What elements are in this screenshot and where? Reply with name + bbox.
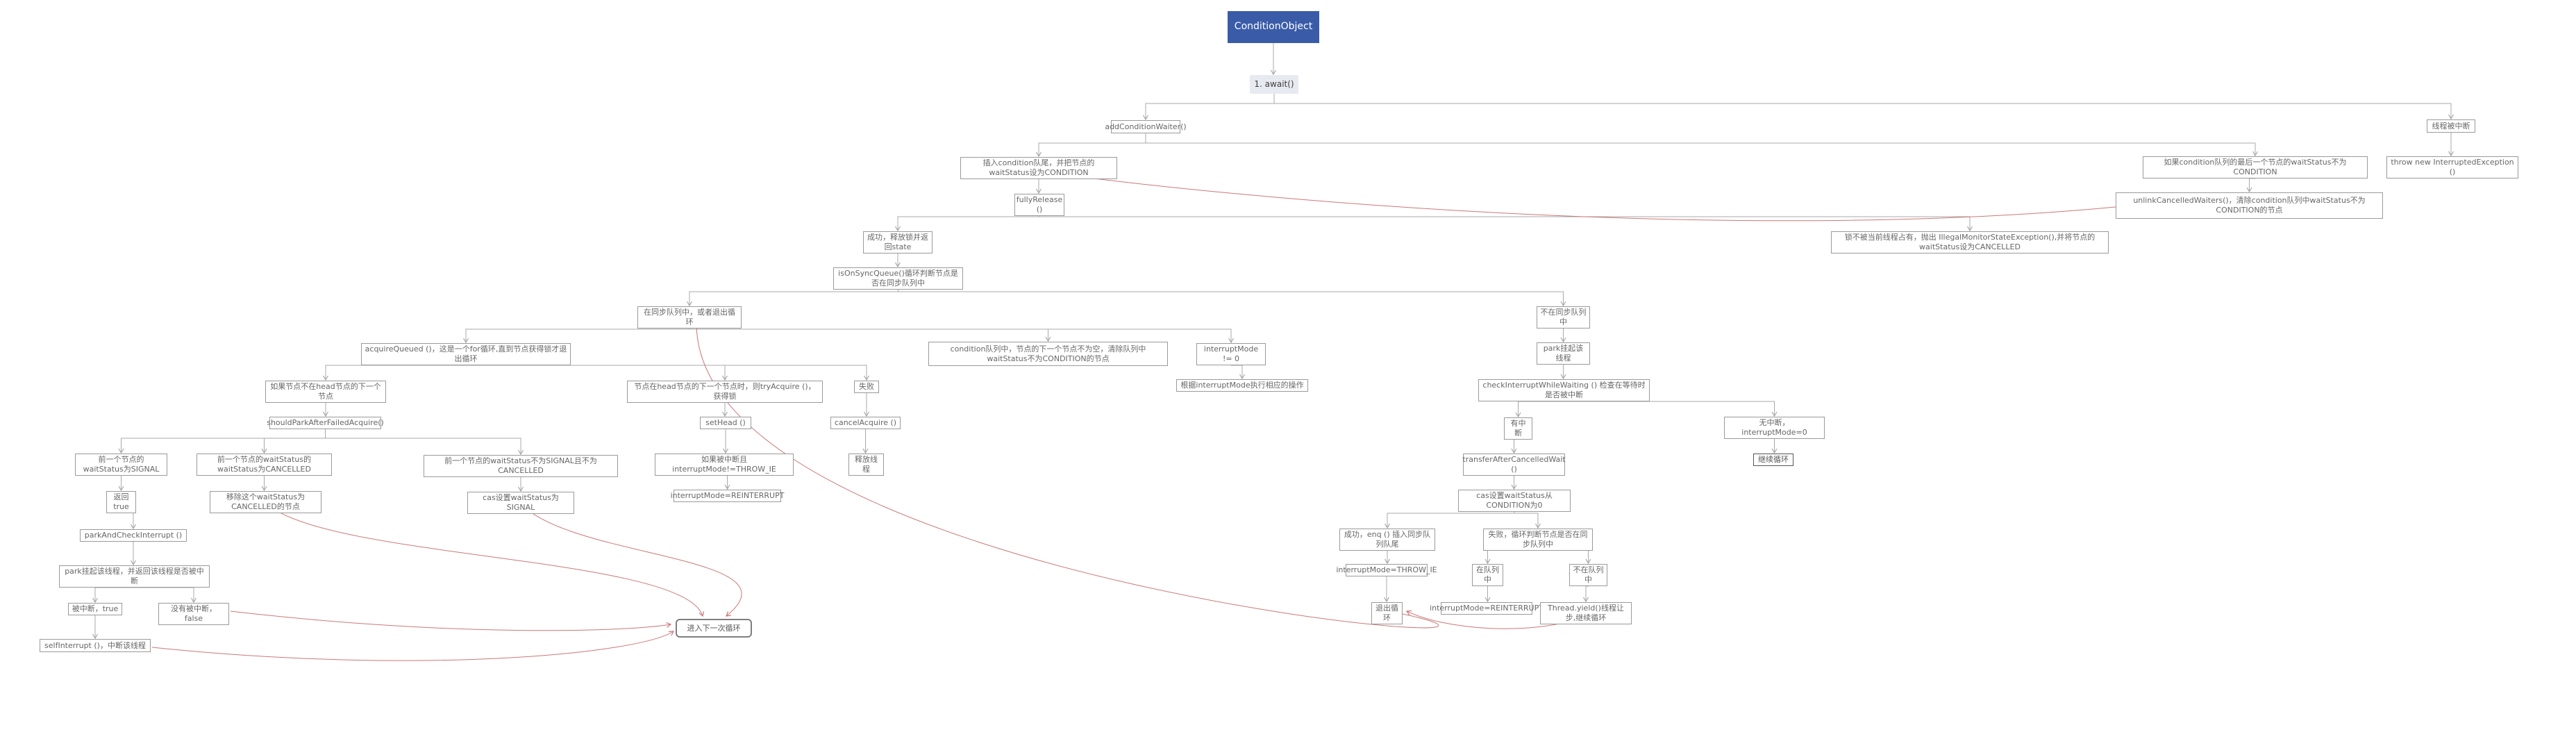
node-n3: addConditionWaiter() xyxy=(1105,120,1187,133)
edge-n26-n33 xyxy=(261,429,326,454)
node-n17: interruptMode != 0 xyxy=(1196,343,1266,365)
node-n9: 不在同步队列中 xyxy=(1537,306,1590,329)
loop-edge-n50-n8 xyxy=(693,321,1439,629)
node-n34: 前一个节点的waitStatus不为SIGNAL且不为CANCELLED xyxy=(424,455,618,477)
loop-edge-n49-n53 xyxy=(230,610,672,631)
node-n4: 插入condition队尾，并把节点的waitStatus设为CONDITION xyxy=(960,157,1117,179)
node-n12: throw new InterruptedException () xyxy=(2386,156,2518,178)
node-n14: 锁不被当前线程占有，抛出 IllegalMonitorStateExceptio… xyxy=(1831,231,2109,254)
node-n7: isOnSyncQueue()循环判断节点是否在同步队列中 xyxy=(833,267,963,290)
node-n41: parkAndCheckInterrupt () xyxy=(80,529,187,542)
node-n46: 在队列中 xyxy=(1472,564,1503,586)
node-n52: Thread.yield()线程让步,继续循环 xyxy=(1540,602,1632,624)
node-n37: 返回true xyxy=(106,491,136,513)
edge-n3-n11 xyxy=(1145,133,2259,157)
node-n53: 进入下一次循环 xyxy=(676,619,752,638)
edge-n2-n10 xyxy=(1273,94,2454,120)
node-n2: 1. await() xyxy=(1250,75,1298,94)
node-n47: 不在队列中 xyxy=(1569,564,1607,586)
node-n13: unlinkCancelledWaiters()，清除condition队列中w… xyxy=(2116,192,2383,219)
edge-n26-n34 xyxy=(325,429,524,456)
loop-edge-n38-n53 xyxy=(266,503,705,617)
node-n15: acquireQueued ()，这是一个for循环,直到节点获得锁才退出循环 xyxy=(361,343,571,365)
node-n49: 没有被中断，false xyxy=(158,603,229,625)
node-n39: cas设置waitStatus为SIGNAL xyxy=(467,492,574,514)
edge-n26-n29 xyxy=(118,429,326,454)
edge-n2-n3 xyxy=(1142,94,1275,121)
node-n25: 无中断，interruptMode=0 xyxy=(1724,417,1825,439)
node-n36: 继续循环 xyxy=(1753,454,1793,466)
node-n50: 退出循环 xyxy=(1371,602,1403,624)
node-n28: cancelAcquire () xyxy=(830,417,901,429)
node-n31: 释放线程 xyxy=(848,454,884,476)
node-n6: 成功，释放锁并返回state xyxy=(863,231,932,254)
node-n22: 节点在head节点的下一个节点时，则tryAcquire ()，获得锁 xyxy=(627,381,823,403)
node-n30: 如果被中断且interruptMode!=THROW_IE xyxy=(655,454,794,476)
node-n16: condition队列中，节点的下一个节点不为空，清除队列中waitStatus… xyxy=(928,342,1168,366)
edge-n8-n17 xyxy=(689,319,1235,344)
edge-n8-n16 xyxy=(689,319,1051,342)
node-n54: selfInterrupt ()，中断该线程 xyxy=(40,639,151,652)
node-n10: 线程被中断 xyxy=(2427,119,2475,133)
edge-n5-n14 xyxy=(1039,207,1973,232)
loop-edge-group xyxy=(151,170,2116,661)
edge-n7-n9 xyxy=(898,282,1566,307)
node-n32: interruptMode=REINTERRUPT xyxy=(671,490,784,502)
node-n1: ConditionObject xyxy=(1228,11,1319,43)
node-n42: 成功，enq () 插入同步队列队尾 xyxy=(1339,529,1435,551)
node-n8: 在同步队列中，或者退出循环 xyxy=(637,306,742,329)
node-n38: 移除这个waitStatus为CANCELLED的节点 xyxy=(210,491,321,513)
node-n5: fullyRelease () xyxy=(1014,194,1064,216)
loop-edge-n13-n4 xyxy=(1048,170,2116,222)
node-n18: park挂起该线程 xyxy=(1537,342,1590,365)
node-n27: setHead () xyxy=(700,417,751,429)
node-n29: 前一个节点的waitStatus为SIGNAL xyxy=(75,454,167,476)
node-n33: 前一个节点的waitStatus的waitStatus为CANCELLED xyxy=(196,454,332,476)
solid-edge-group xyxy=(92,43,2454,640)
node-n11: 如果condition队列的最后一个节点的waitStatus不为CONDITI… xyxy=(2143,156,2368,178)
node-n21: 如果节点不在head节点的下一个节点 xyxy=(265,381,386,403)
node-n40: cas设置waitStatus从CONDITION为0 xyxy=(1458,490,1571,512)
edge-n3-n4 xyxy=(1035,133,1146,158)
loop-edge-n39-n53 xyxy=(521,504,742,617)
node-n43: 失败，循环判断节点是否在同步队列中 xyxy=(1483,529,1593,551)
node-n20: 根据interruptMode执行相应的操作 xyxy=(1176,379,1308,392)
node-n24: 有中断 xyxy=(1504,417,1532,440)
node-n23: 失败 xyxy=(854,381,879,393)
node-n51: interruptMode=REINTERRUPT xyxy=(1430,602,1544,615)
node-n19: checkInterruptWhileWaiting () 检查在等待时是否被中… xyxy=(1478,379,1650,401)
node-n35: transferAfterCancelledWait () xyxy=(1462,454,1566,476)
node-n45: interruptMode=THROW_IE xyxy=(1336,564,1437,576)
loop-edge-n54-n53 xyxy=(151,631,674,661)
node-n44: park挂起该线程，并返回该线程是否被中断 xyxy=(59,565,210,588)
node-n48: 被中断，true xyxy=(68,603,122,615)
node-n26: shouldParkAfterFailedAcquire() xyxy=(267,417,384,429)
